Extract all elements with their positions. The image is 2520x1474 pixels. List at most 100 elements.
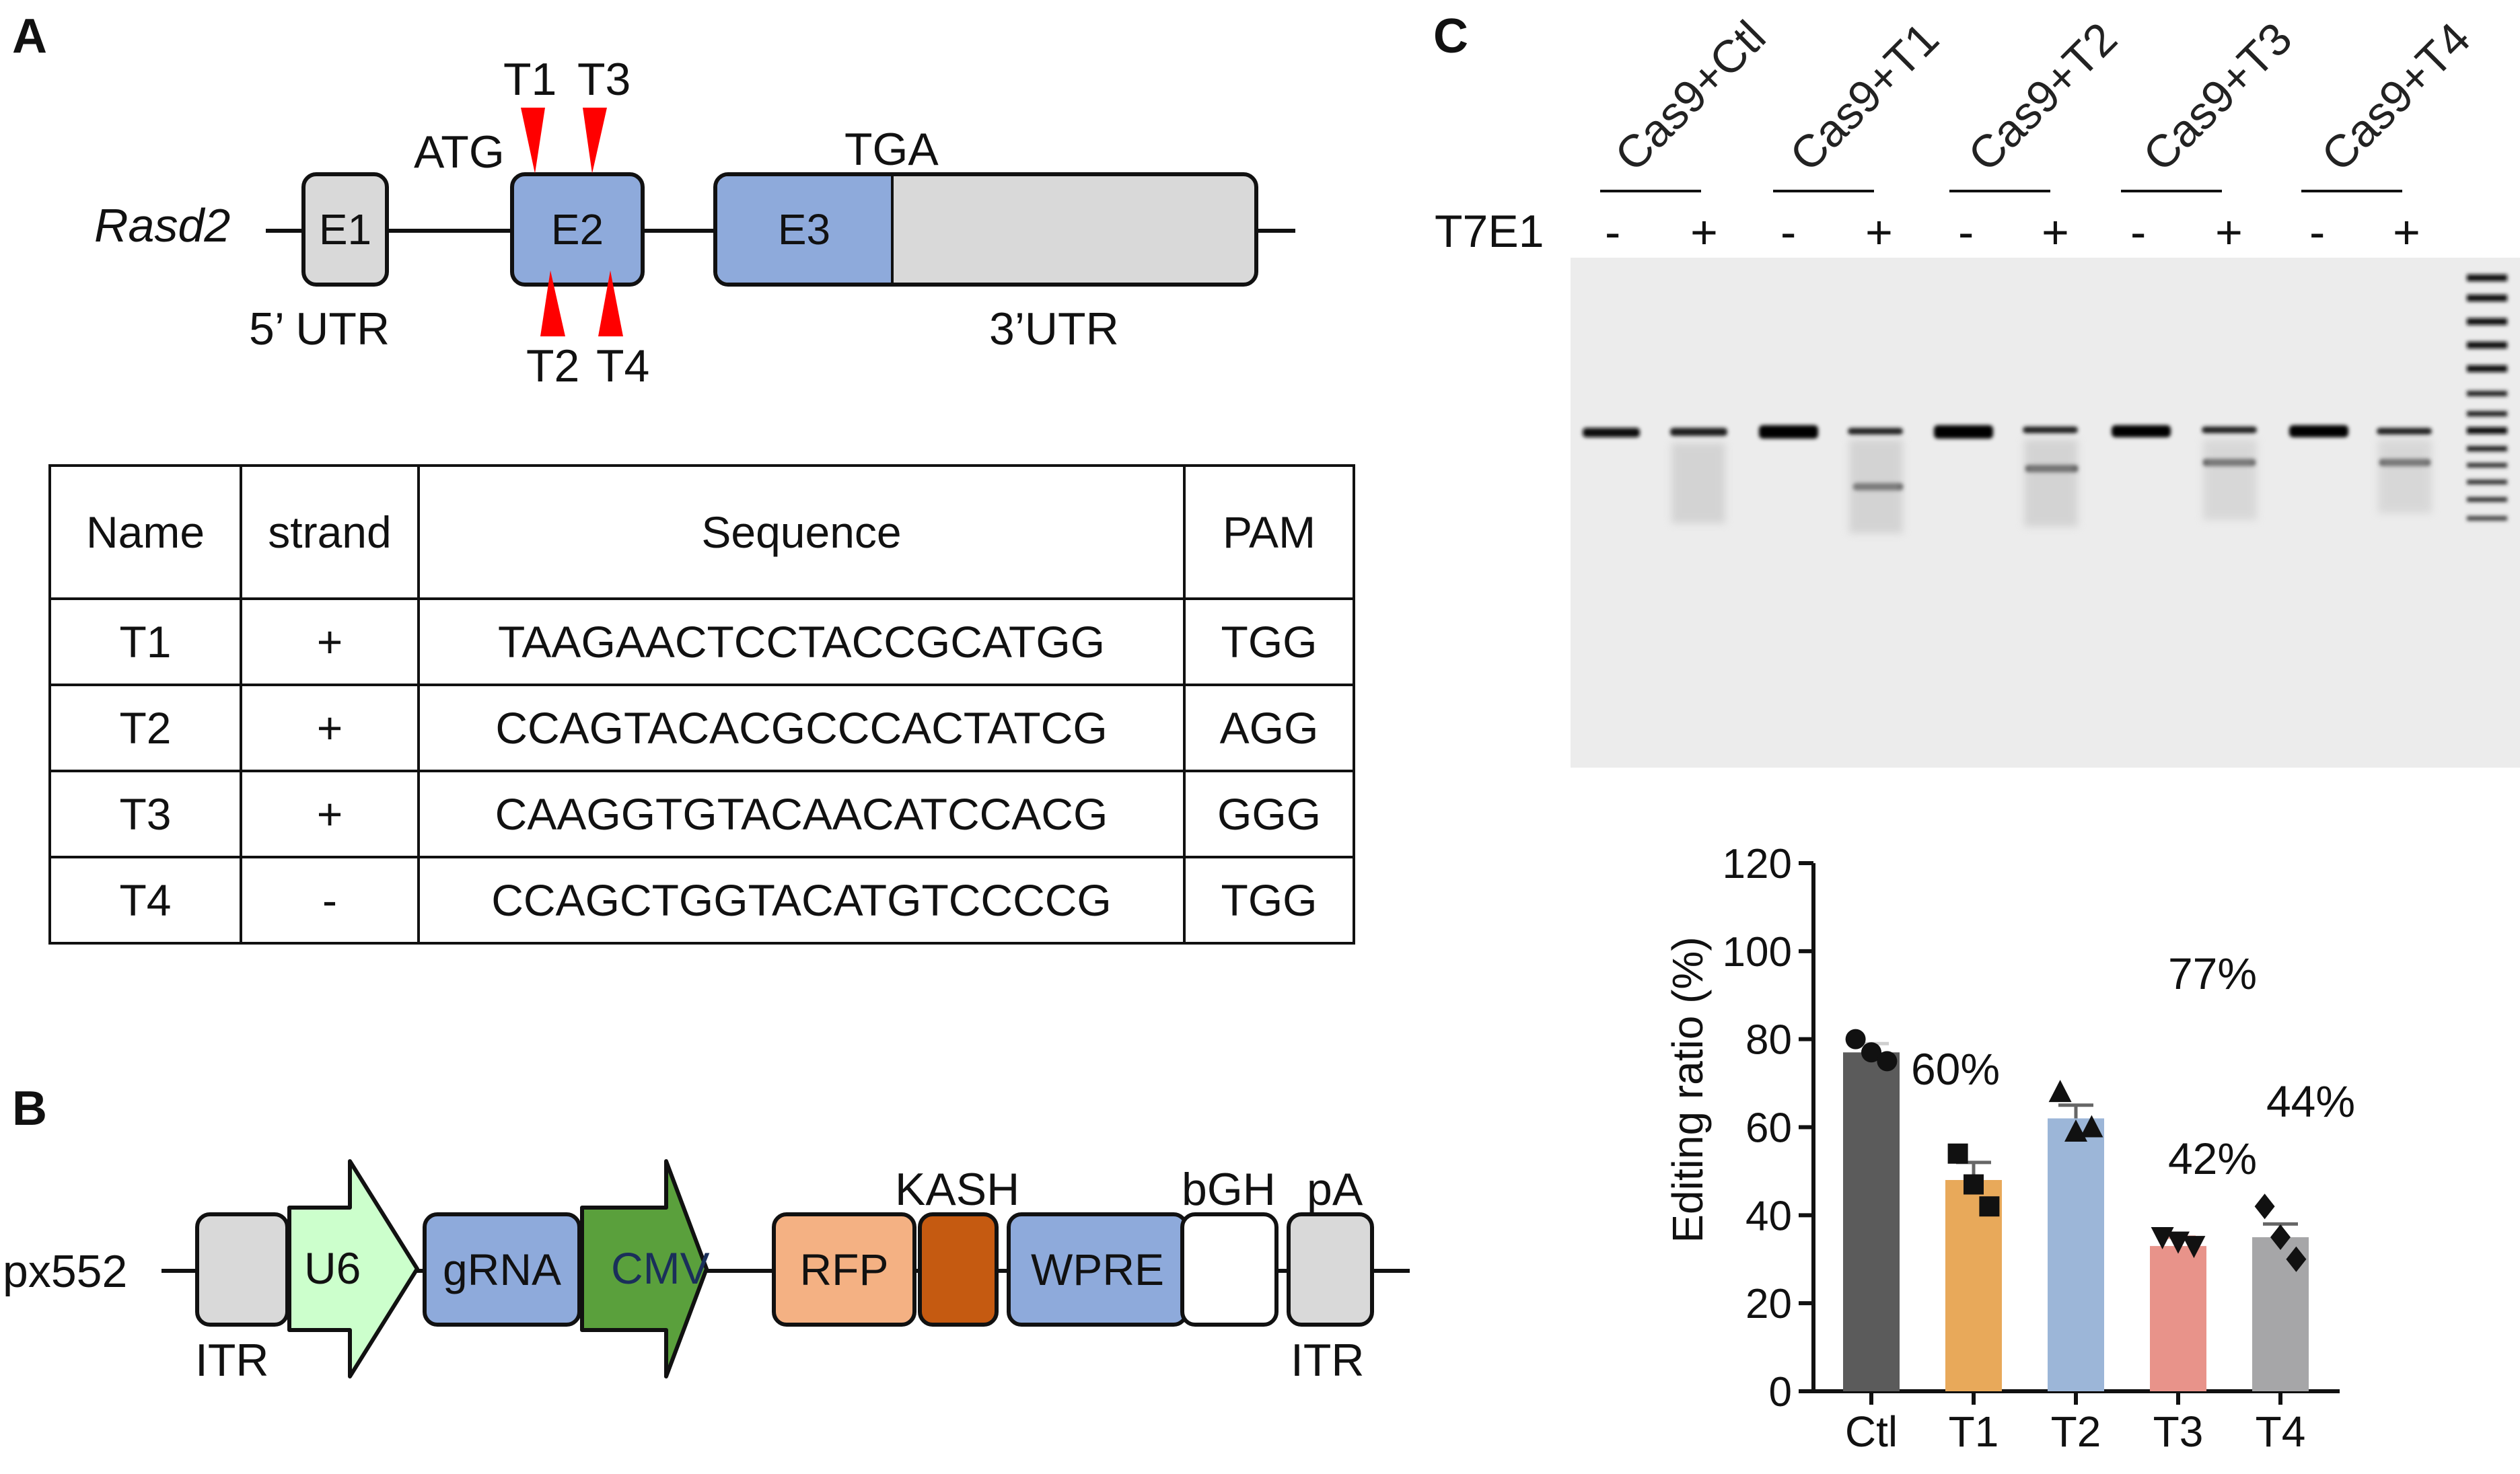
tga-label: TGA [844, 124, 939, 175]
itr-right-label: ITR [1291, 1335, 1365, 1386]
lane-minus: - [1605, 206, 1621, 258]
data-point [2254, 1193, 2275, 1220]
header-strand: strand [240, 464, 420, 600]
cell-name: T1 [48, 597, 242, 686]
target-label-t3: T3 [577, 54, 631, 105]
bgh-element [1180, 1212, 1279, 1327]
ladder-band [2467, 342, 2507, 348]
kash-label: KASH [895, 1164, 1020, 1215]
gel-smear [2203, 439, 2257, 520]
grna-element: gRNA [423, 1212, 581, 1327]
data-point [2080, 1115, 2103, 1138]
bgh-label: bGH [1182, 1164, 1276, 1215]
data-point [2048, 1080, 2072, 1103]
gel-band [1759, 425, 1818, 439]
cmv-label: CMV [611, 1243, 710, 1293]
utr5-label: 5’ UTR [249, 303, 390, 355]
itr-left-label: ITR [195, 1335, 269, 1386]
y-tick-label: 0 [1769, 1369, 1792, 1415]
gel-band [1670, 428, 1727, 436]
enzyme-label: T7E1 [1435, 206, 1544, 257]
lane-minus: - [2309, 206, 2326, 258]
exon-1: E1 [301, 172, 389, 287]
utr3-label: 3’UTR [989, 303, 1119, 355]
kash-element [918, 1212, 999, 1327]
ladder-band [2467, 446, 2507, 451]
lane-plus: + [1865, 206, 1893, 258]
gene-name: Rasd2 [94, 199, 231, 252]
gel-smear [2024, 439, 2078, 527]
exon-3: E3 [717, 176, 894, 283]
cell-pam: GGG [1183, 770, 1355, 858]
ladder-band [2467, 411, 2507, 416]
cell-pam: AGG [1183, 684, 1355, 772]
y-tick-label: 40 [1745, 1193, 1792, 1239]
data-point [1964, 1174, 1984, 1195]
y-tick-label: 20 [1745, 1281, 1792, 1327]
cell-pam: TGG [1183, 597, 1355, 686]
bar [2048, 1118, 2104, 1391]
percent-annotation: 77% [2168, 949, 2257, 998]
ladder-band [2467, 497, 2507, 502]
percent-annotation: 60% [1911, 1044, 2000, 1094]
gel-band [2289, 425, 2348, 437]
x-tick-label: T1 [1949, 1407, 1999, 1456]
cell-strand: + [240, 684, 420, 772]
ladder-band [2467, 480, 2507, 484]
y-tick-label: 60 [1745, 1105, 1792, 1152]
cell-sequence: CAAGGTGTACAACATCCACG [417, 770, 1186, 858]
lane-plus: + [1690, 206, 1718, 258]
gel-band [1934, 425, 1993, 439]
target-arrow-t1 [521, 108, 545, 174]
cell-strand: + [240, 770, 420, 858]
gel-image [1571, 258, 2520, 768]
cell-name: T3 [48, 770, 242, 858]
lane-minus: - [1780, 206, 1797, 258]
table-header-row: Name strand Sequence PAM [48, 464, 1355, 600]
lane-group-bar [1600, 190, 1701, 192]
ladder-band [2467, 516, 2507, 521]
lane-group-label: Cas9+T2 [1958, 13, 2127, 182]
lane-group-label: Cas9+Ctl [1605, 11, 1776, 182]
data-point [1877, 1051, 1898, 1072]
data-point [1947, 1143, 1968, 1164]
panel-label-a: A [12, 9, 47, 63]
lane-group-bar [1773, 190, 1874, 192]
header-sequence: Sequence [417, 464, 1186, 600]
ladder-band [2467, 318, 2507, 325]
x-tick-label: T3 [2153, 1407, 2204, 1456]
target-arrow-t3 [583, 108, 607, 174]
bar [2150, 1246, 2206, 1391]
x-tick-label: T4 [2256, 1407, 2306, 1456]
table-row: T4 - CCAGCTGGTACATGTCCCCG TGG [48, 856, 1355, 945]
pa-label: pA [1307, 1164, 1363, 1215]
lane-plus: + [2042, 206, 2069, 258]
gel-band [1583, 428, 1640, 437]
cell-strand: + [240, 597, 420, 686]
cell-sequence: TAAGAACTCCTACCGCATGG [417, 597, 1186, 686]
lane-group-label: Cas9+T3 [2133, 13, 2302, 182]
cell-sequence: CCAGCTGGTACATGTCCCCG [417, 856, 1186, 945]
ladder-band [2467, 274, 2507, 281]
lane-minus: - [1958, 206, 1974, 258]
ladder-band [2467, 365, 2507, 372]
header-pam: PAM [1183, 464, 1355, 600]
table-row: T3 + CAAGGTGTACAACATCCACG GGG [48, 770, 1355, 858]
gel-band [2023, 427, 2078, 433]
cell-name: T4 [48, 856, 242, 945]
percent-annotation: 42% [2168, 1134, 2257, 1183]
table-row: T1 + TAAGAACTCCTACCGCATGG TGG [48, 597, 1355, 686]
panel-label-b: B [12, 1082, 47, 1136]
itr-right-element [1287, 1212, 1374, 1327]
y-tick-label: 100 [1723, 929, 1792, 975]
table-row: T2 + CCAGTACACGCCCACTATCG AGG [48, 684, 1355, 772]
sequence-table: Name strand Sequence PAM T1 + TAAGAACTCC… [48, 464, 1355, 945]
panel-label-c: C [1433, 9, 1468, 63]
data-point [1861, 1042, 1881, 1063]
gel-band [2112, 425, 2171, 437]
lane-group-label: Cas9+T1 [1780, 13, 1949, 182]
cell-pam: TGG [1183, 856, 1355, 945]
target-label-t4: T4 [596, 340, 650, 392]
lane-group-label: Cas9+T4 [2311, 13, 2480, 182]
